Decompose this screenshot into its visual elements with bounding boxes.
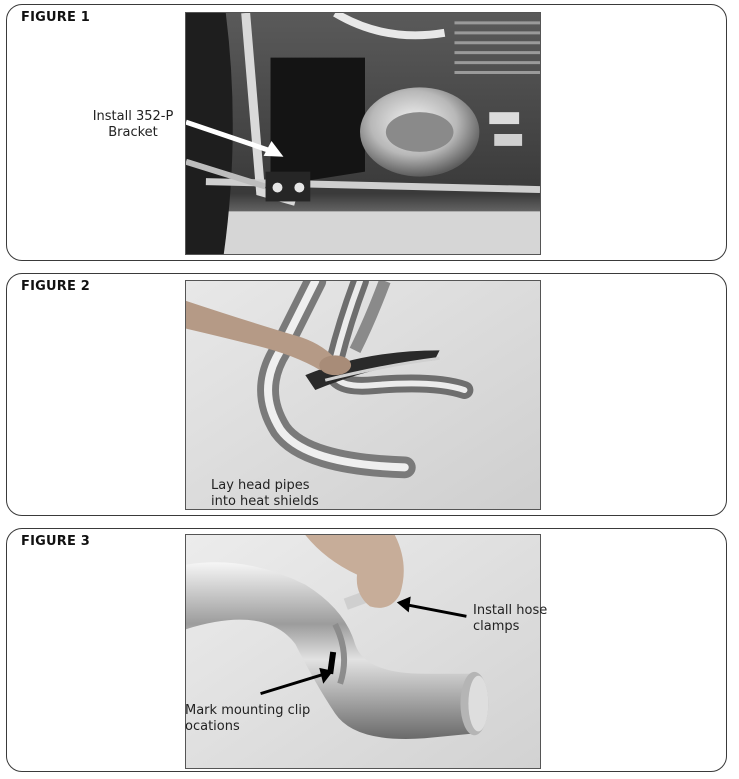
callout-line: Mark mounting clip [185, 703, 311, 718]
figure-3-callout-install-hose-clamps: Install hose clamps [473, 603, 583, 635]
callout-line: Install 352-P [92, 109, 174, 124]
callout-line: Lay head pipes [211, 478, 310, 493]
figure-2-panel: FIGURE 2 Lay head pipes into heat shiel [6, 273, 727, 516]
callout-line: Bracket [108, 125, 158, 140]
callout-line: ocations [185, 719, 240, 734]
callout-line: into heat shields [211, 494, 319, 509]
figure-1-panel: FIGURE 1 [6, 4, 727, 261]
figure-1-callout-install-bracket: Install 352-P Bracket [89, 109, 177, 141]
figure-3-callout-mark-mounting-clip: Mark mounting clip ocations [185, 703, 345, 735]
figure-1-label: FIGURE 1 [21, 10, 91, 25]
figure-3-photo [185, 534, 541, 769]
figure-2-photo [185, 280, 541, 510]
callout-line: clamps [473, 619, 520, 634]
figure-3-label: FIGURE 3 [21, 534, 91, 549]
figure-1-photo [185, 12, 541, 255]
figure-3-panel: FIGURE 3 [6, 528, 727, 772]
callout-line: Install hose [473, 603, 548, 618]
figure-2-callout-lay-head-pipes: Lay head pipes into heat shields [211, 478, 361, 510]
figure-2-label: FIGURE 2 [21, 279, 91, 294]
